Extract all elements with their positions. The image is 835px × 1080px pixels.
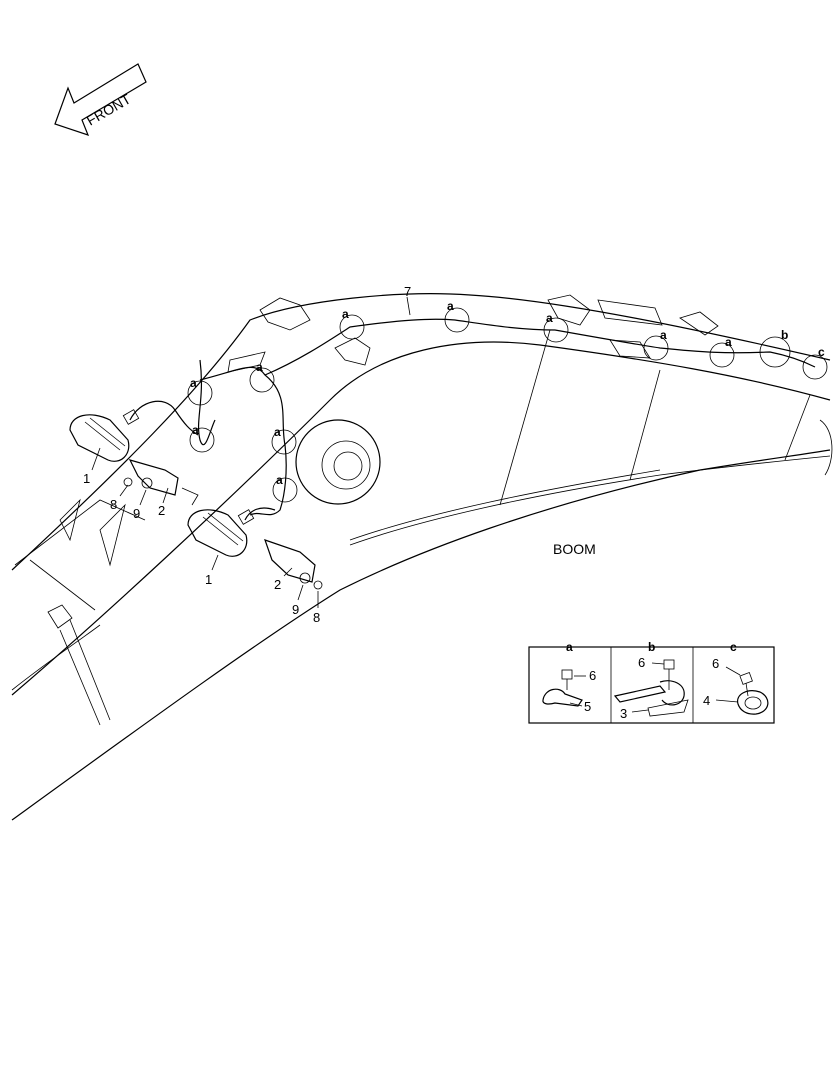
light-bracket-upper bbox=[123, 459, 199, 506]
detail-a-part-5: 5 bbox=[584, 699, 591, 714]
callout-a-3: a bbox=[256, 360, 263, 374]
work-light-lower-icon bbox=[187, 509, 255, 557]
wire-harness bbox=[129, 318, 816, 521]
detail-header-c: c bbox=[730, 640, 737, 654]
part-labels: 7 1 8 9 2 1 2 9 8 bbox=[83, 284, 411, 625]
callout-a-9: a bbox=[660, 328, 667, 342]
detail-b-part-6: 6 bbox=[638, 655, 645, 670]
front-arrow-label: FRONT bbox=[84, 90, 134, 128]
label-part-1-lower: 1 bbox=[205, 572, 212, 587]
callout-a-7: a bbox=[447, 299, 454, 313]
clamp-b-icon bbox=[613, 659, 689, 717]
callout-c: c bbox=[818, 345, 825, 359]
boom-structure bbox=[11, 293, 833, 821]
callout-a-1: a bbox=[190, 376, 197, 390]
detail-b-part-3: 3 bbox=[620, 706, 627, 721]
work-light-upper-icon bbox=[69, 409, 140, 462]
label-part-8-upper: 8 bbox=[110, 497, 117, 512]
detail-header-b: b bbox=[648, 640, 655, 654]
detail-c-part-4: 4 bbox=[703, 693, 710, 708]
clamp-c-icon bbox=[736, 672, 769, 715]
label-part-7: 7 bbox=[404, 284, 411, 299]
callout-a-2: a bbox=[192, 423, 199, 437]
boom-label: BOOM bbox=[553, 541, 596, 557]
callout-a-8: a bbox=[546, 311, 553, 325]
label-part-1-upper: 1 bbox=[83, 471, 90, 486]
label-part-8-lower: 8 bbox=[313, 610, 320, 625]
callout-a-5: a bbox=[276, 473, 283, 487]
label-part-2-upper: 2 bbox=[158, 503, 165, 518]
clamp-a-icon bbox=[542, 669, 583, 707]
callout-a-10: a bbox=[725, 335, 732, 349]
label-part-9-lower: 9 bbox=[292, 602, 299, 617]
callout-a-4: a bbox=[274, 425, 281, 439]
detail-header-a: a bbox=[566, 640, 573, 654]
detail-c-part-6: 6 bbox=[712, 656, 719, 671]
label-part-2-lower: 2 bbox=[274, 577, 281, 592]
label-part-9-upper: 9 bbox=[133, 506, 140, 521]
callout-b: b bbox=[781, 328, 788, 342]
light-bracket-lower bbox=[264, 539, 323, 590]
front-arrow-icon: FRONT bbox=[54, 63, 147, 136]
clamp-callouts: a a a a a a a a a a b c bbox=[187, 299, 828, 503]
detail-table: a b c 6 5 6 3 6 bbox=[528, 640, 775, 724]
callout-a-6: a bbox=[342, 307, 349, 321]
detail-a-part-6: 6 bbox=[589, 668, 596, 683]
